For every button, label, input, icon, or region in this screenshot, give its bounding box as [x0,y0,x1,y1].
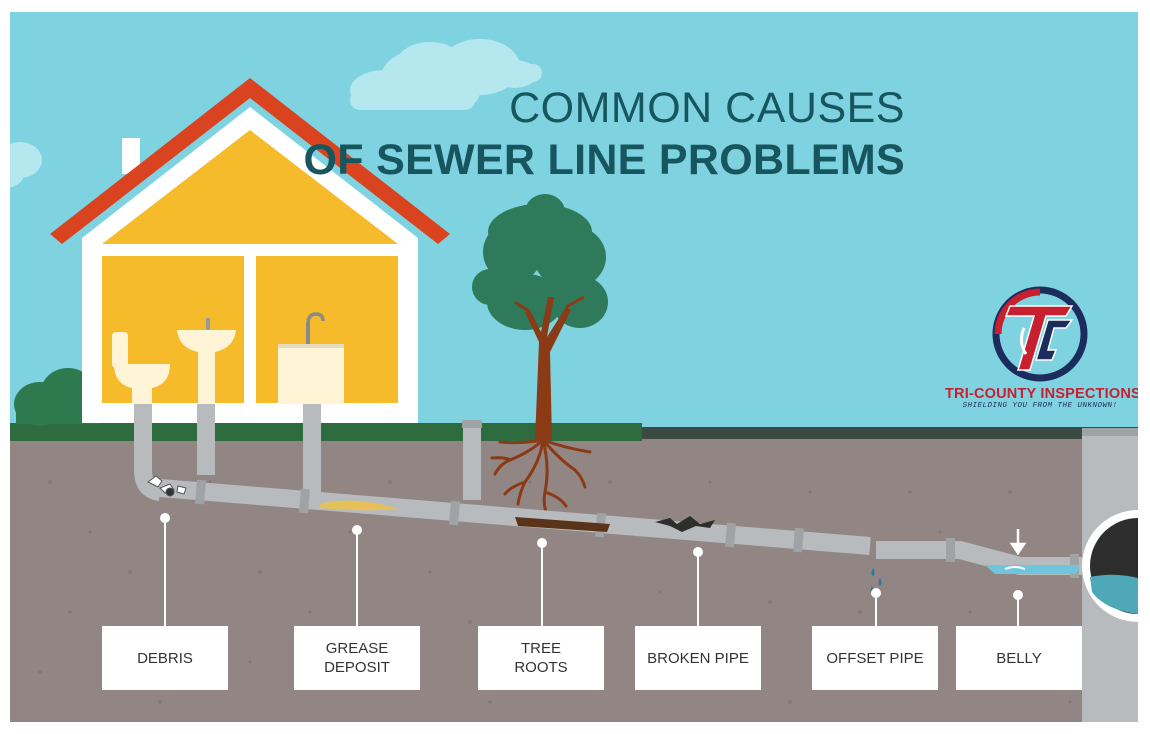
logo-tagline: SHIELDING YOU FROM THE UNKNOWN! [962,402,1118,410]
sink-icon [177,318,236,404]
belly-water [985,565,1080,574]
label-offset-pipe: OFFSET PIPE [812,626,938,690]
manhole [1082,428,1138,722]
label-grease-deposit: GREASE DEPOSIT [294,626,420,690]
page-title: COMMON CAUSES OF SEWER LINE PROBLEMS [304,82,905,186]
label-tree-roots: TREE ROOTS [478,626,604,690]
root-intrusion [515,517,610,532]
kitchen-sink-icon [278,312,344,404]
logo-brand-name: TRI-COUNTY INSPECTIONS [945,386,1138,402]
debris-icon [147,475,187,497]
grease-deposit [320,500,398,511]
crack [655,516,715,532]
arrow-down-icon [1009,529,1027,556]
title-line-1: COMMON CAUSES [509,84,905,132]
cloud-icon [10,39,542,188]
road [642,427,1138,439]
infographic: COMMON CAUSES OF SEWER LINE PROBLEMS DEB… [10,12,1138,722]
label-debris: DEBRIS [102,626,228,690]
label-belly: BELLY [956,626,1082,690]
label-broken-pipe: BROKEN PIPE [635,626,761,690]
company-logo: TRI-COUNTY INSPECTIONS SHIELDING YOU FRO… [945,284,1138,410]
soil-texture [38,480,1072,704]
toilet-icon [112,332,170,404]
grass [10,423,642,441]
cleanout-cap [462,420,482,428]
title-line-2: OF SEWER LINE PROBLEMS [303,136,905,184]
tree-icon [472,194,608,514]
logo-emblem [992,286,1088,382]
